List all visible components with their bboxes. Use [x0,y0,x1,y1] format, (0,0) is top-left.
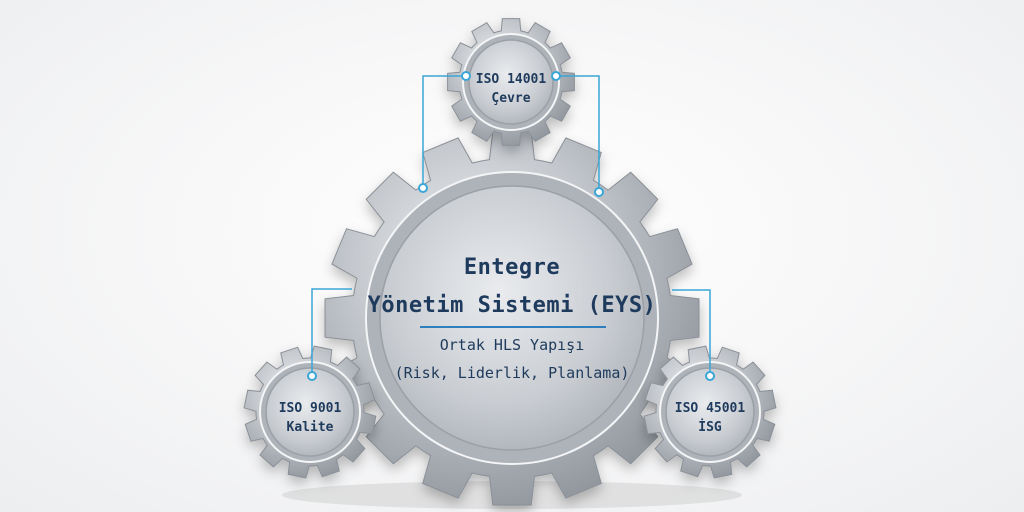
right-gear-line1: ISO 45001 [674,401,746,416]
gear-face [265,367,355,457]
connector-dots [307,71,715,381]
connector-right [672,289,711,376]
connector-dot [551,71,561,81]
left-gear-line2: Kalite [286,420,334,435]
connector-dot [594,187,604,197]
top-gear-iso14001 [447,18,575,146]
main-title-line1: Entegre [463,255,561,280]
connector-dot [705,371,715,381]
title-divider [420,326,606,328]
gear-face [379,185,645,451]
main-title-line2: Yönetim Sistemi (EYS) [367,293,657,318]
top-gear-line1: ISO 14001 [475,72,547,87]
top-gear-line2: Çevre [491,91,531,106]
connector-lines [311,75,711,376]
connector-left [311,288,352,376]
connector-dot [461,71,471,81]
main-subtitle-line1: Ortak HLS Yapışı [439,336,585,354]
connector-top-right [556,75,600,192]
gear-face [468,39,554,125]
main-subtitle-line2: (Risk, Liderlik, Planlama) [394,364,630,382]
right-gear-line2: İSG [698,420,722,435]
left-gear-line1: ISO 9001 [278,401,342,416]
connector-top-left [422,75,466,188]
connector-dot [307,371,317,381]
connector-dot [418,183,428,193]
main-gear [324,130,700,506]
left-gear-iso9001 [243,345,377,479]
right-gear-iso45001 [643,345,777,479]
